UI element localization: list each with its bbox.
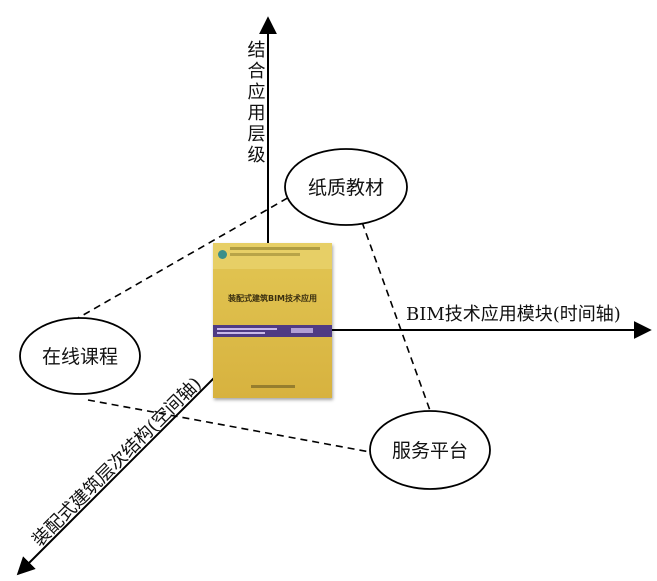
book-cover-series-line-2	[230, 253, 300, 256]
publisher-logo-icon	[218, 250, 227, 259]
book-cover-band	[213, 325, 332, 337]
book-cover-publisher	[251, 385, 295, 388]
dashed-link-textbook-platform	[361, 221, 433, 417]
book-cover-band-text	[217, 328, 277, 330]
node-label-service-platform: 服务平台	[392, 440, 468, 462]
vertical-axis-label: 结合应用层级	[245, 40, 266, 166]
book-cover-series-line	[230, 247, 320, 250]
node-label-online-course: 在线课程	[42, 346, 118, 368]
diagonal-axis-label: 装配式建筑层次结构(空间轴)	[28, 373, 206, 551]
diagonal-axis	[16, 369, 223, 576]
dashed-link-textbook-online	[77, 191, 299, 319]
book-cover-image: 装配式建筑BIM技术应用	[213, 243, 332, 398]
node-paper-textbook	[284, 148, 408, 226]
book-cover-band-text-2	[217, 332, 265, 334]
book-cover-title: 装配式建筑BIM技术应用	[227, 294, 318, 303]
node-online-course	[19, 317, 141, 395]
node-label-paper-textbook: 纸质教材	[308, 177, 384, 199]
horizontal-axis-label: BIM技术应用模块(时间轴)	[406, 304, 621, 325]
node-service-platform	[369, 410, 491, 490]
book-cover-author	[291, 328, 313, 333]
